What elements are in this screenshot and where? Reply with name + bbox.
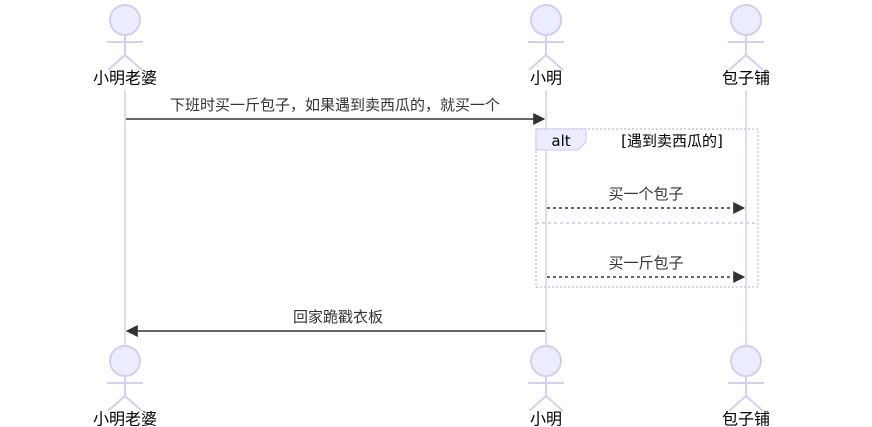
actor-label: 包子铺 bbox=[722, 410, 770, 427]
actor-xiaoming-top: 小明 bbox=[528, 4, 564, 88]
actor-head-icon bbox=[730, 4, 762, 36]
actor-wife-top: 小明老婆 bbox=[93, 4, 157, 88]
actor-baozipu-top: 包子铺 bbox=[722, 4, 770, 88]
actor-label: 小明老婆 bbox=[93, 69, 157, 88]
actor-legs bbox=[728, 394, 764, 412]
actor-label: 小明老婆 bbox=[93, 410, 157, 427]
alt-fragment: alt [遇到卖西瓜的] bbox=[535, 128, 759, 288]
actor-head-icon bbox=[730, 345, 762, 377]
actor-legs bbox=[728, 53, 764, 71]
actor-head-icon bbox=[530, 345, 562, 377]
actor-label: 包子铺 bbox=[722, 69, 770, 88]
actor-head-icon bbox=[109, 4, 141, 36]
actor-label: 小明 bbox=[530, 69, 562, 88]
actor-legs bbox=[107, 53, 143, 71]
message-1-label: 下班时买一斤包子，如果遇到卖西瓜的，就买一个 bbox=[170, 96, 500, 114]
message-3-label: 买一斤包子 bbox=[608, 254, 683, 272]
actor-baozipu-bottom: 包子铺 bbox=[722, 345, 770, 427]
actor-legs bbox=[528, 394, 564, 412]
actor-head-icon bbox=[109, 345, 141, 377]
message-4-label: 回家跪戳衣板 bbox=[293, 308, 383, 326]
actor-wife-bottom: 小明老婆 bbox=[93, 345, 157, 427]
actor-label: 小明 bbox=[530, 410, 562, 427]
actor-legs bbox=[107, 394, 143, 412]
alt-keyword: alt bbox=[551, 132, 570, 150]
alt-condition: [遇到卖西瓜的] bbox=[621, 132, 723, 150]
actor-legs bbox=[528, 53, 564, 71]
actor-xiaoming-bottom: 小明 bbox=[528, 345, 564, 427]
actor-head-icon bbox=[530, 4, 562, 36]
message-2-label: 买一个包子 bbox=[608, 185, 683, 203]
